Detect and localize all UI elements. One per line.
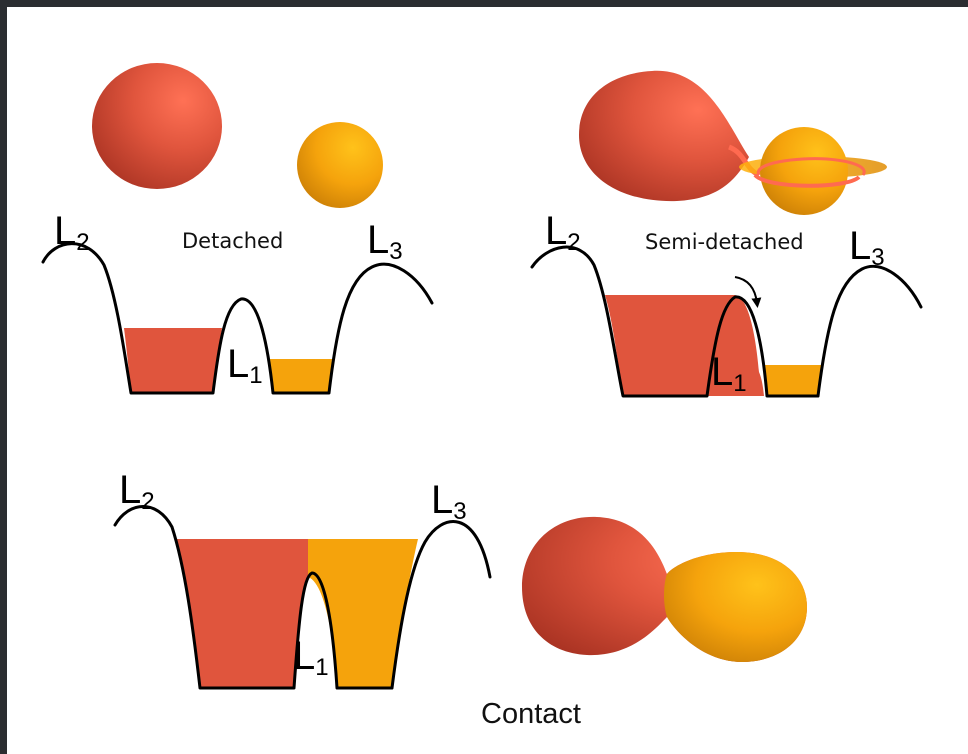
secondary-star-sphere: [297, 122, 383, 208]
secondary-lobe-fill-contact: [308, 539, 418, 688]
l2-label-semi: L2: [545, 209, 581, 256]
primary-lobe-fill-semi: [605, 295, 764, 396]
semi-detached-panel: Semi-detached L2 L3 L1: [530, 70, 923, 398]
diagram-canvas: Detached L2 L3 L1 Semi-detached L2 L3 L: [7, 7, 968, 754]
roche-lobe-diagram: Detached L2 L3 L1 Semi-detached L2 L3 L: [41, 63, 923, 730]
accretion-ring-edge: [756, 157, 866, 176]
primary-lobe-fill: [124, 328, 222, 393]
primary-star-sphere: [92, 63, 222, 189]
secondary-lobe-fill-semi: [765, 365, 821, 396]
secondary-star-sphere-semi: [760, 127, 848, 215]
contact-panel: Contact L2 L3 L1: [113, 468, 807, 730]
contact-secondary-half: [664, 552, 807, 662]
semi-detached-caption: Semi-detached: [645, 230, 804, 254]
l3-label-semi: L3: [849, 224, 885, 271]
l1-label-semi: L1: [711, 350, 747, 397]
accretion-ring-front: [753, 173, 861, 188]
detached-panel: Detached L2 L3 L1: [41, 63, 434, 395]
roche-potential-curve: [41, 242, 434, 395]
roche-potential-curve-semi: [530, 245, 923, 398]
primary-star-teardrop: [579, 70, 749, 202]
overflow-arrow: [734, 276, 762, 308]
contact-caption: Contact: [481, 698, 581, 730]
roche-potential-curve-contact: [113, 505, 492, 690]
detached-caption: Detached: [182, 229, 283, 253]
l1-label-detached: L1: [227, 342, 263, 389]
l1-label-contact: L1: [293, 634, 329, 681]
l3-label-contact: L3: [431, 478, 467, 525]
l3-label-detached: L3: [367, 218, 403, 265]
primary-lobe-fill-contact: [176, 539, 308, 688]
l2-label-detached: L2: [54, 209, 90, 256]
secondary-lobe-fill: [270, 359, 332, 393]
l2-label-contact: L2: [119, 468, 155, 515]
